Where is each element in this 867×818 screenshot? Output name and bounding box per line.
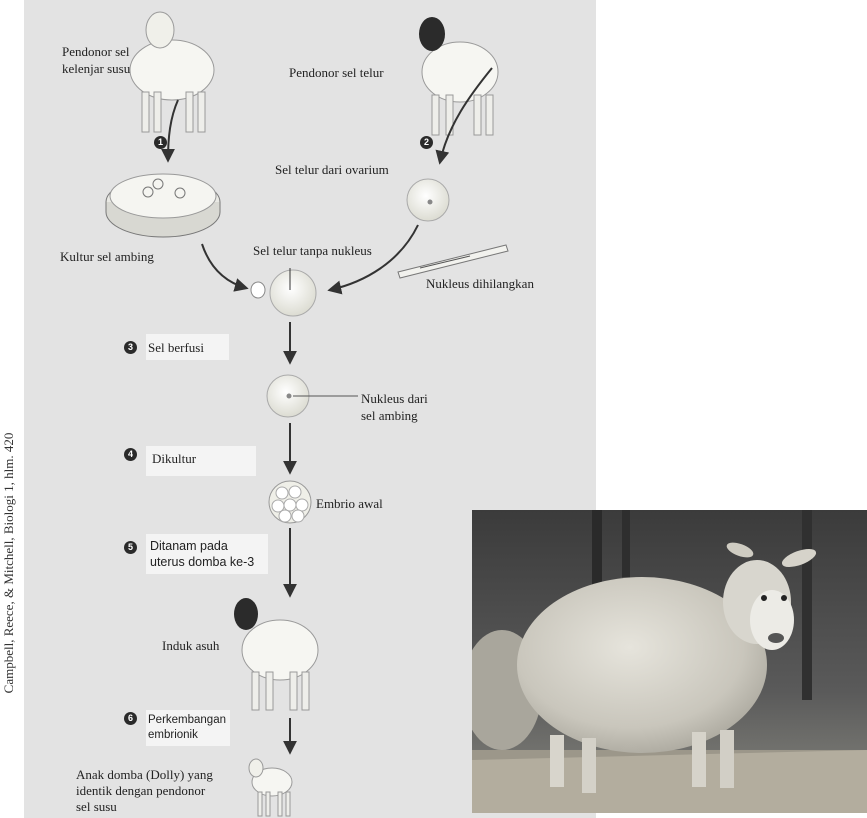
surrogate-label: Induk asuh (162, 637, 219, 654)
early-embryo (269, 481, 311, 523)
udder-cell (251, 282, 265, 298)
step-6-text-2: embrionik (148, 727, 198, 744)
step-3-text: Sel berfusi (148, 339, 204, 356)
udder-donor-label-1: Pendonor sel (62, 43, 130, 60)
step-6-badge: 6 (124, 712, 137, 725)
surrogate-sheep (234, 598, 318, 710)
petri-dish (106, 174, 220, 237)
step-2-badge: 2 (420, 136, 433, 149)
udder-donor-sheep (130, 12, 214, 132)
step-4-text: Dikultur (152, 450, 196, 467)
egg-from-ovary-label: Sel telur dari ovarium (275, 161, 389, 178)
egg-donor-label: Pendonor sel telur (289, 64, 384, 81)
egg-cell (407, 179, 449, 221)
enucleated-egg-label: Sel telur tanpa nukleus (253, 242, 372, 259)
arrow-udder-to-culture (168, 100, 178, 160)
udder-donor-label-2: kelenjar susu (62, 60, 130, 77)
early-embryo-label: Embrio awal (316, 495, 383, 512)
dolly-photo (472, 510, 867, 813)
lamb-label-2: identik dengan pendonor (76, 782, 205, 799)
pipette (398, 245, 508, 278)
nucleus-from-label-2: sel ambing (361, 407, 418, 424)
image-credit: Campbell, Reece, & Mitchell, Biologi 1, … (1, 404, 17, 722)
step-1-badge: 1 (154, 136, 167, 149)
arrow-culture-to-fusion (202, 244, 246, 288)
nucleus-removed-label: Nukleus dihilangkan (426, 275, 534, 292)
step-4-badge: 4 (124, 448, 137, 461)
enucleated-egg (270, 270, 316, 316)
step-5-badge: 5 (124, 541, 137, 554)
step-3-badge: 3 (124, 341, 137, 354)
lamb-label-3: sel susu (76, 798, 117, 815)
udder-culture-label: Kultur sel ambing (60, 248, 154, 265)
nucleus-from-label-1: Nukleus dari (361, 390, 428, 407)
lamb-label-1: Anak domba (Dolly) yang (76, 766, 213, 783)
lamb-dolly (249, 759, 292, 816)
step-5-text-1: Ditanam pada (150, 538, 228, 555)
step-5-text-2: uterus domba ke-3 (150, 554, 254, 571)
